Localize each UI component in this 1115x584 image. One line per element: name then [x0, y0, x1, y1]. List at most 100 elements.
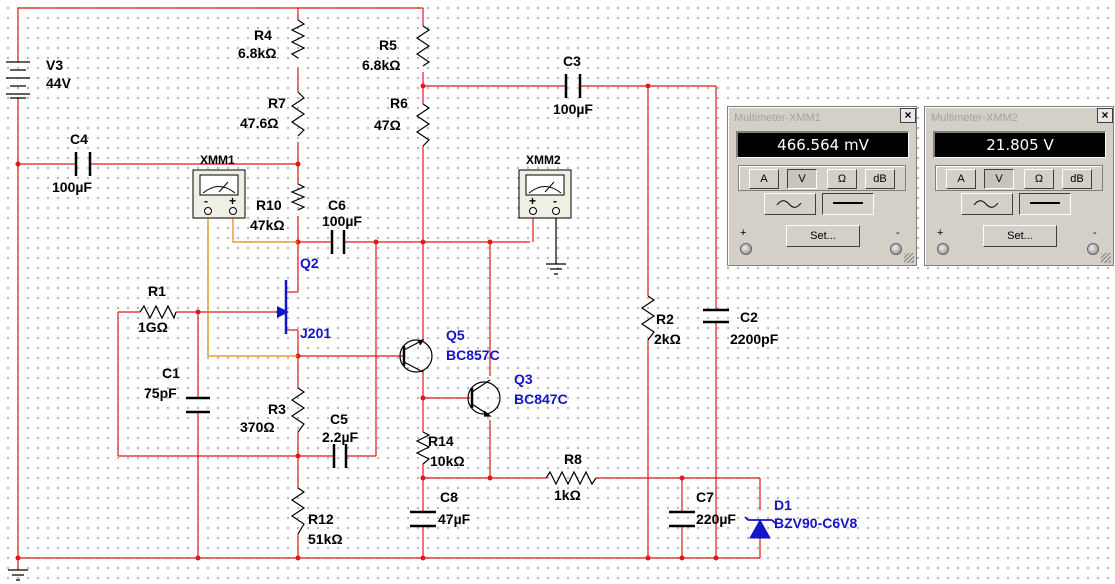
mode-button-ohms[interactable]: Ω — [1024, 169, 1054, 189]
minus-label: - — [896, 227, 900, 239]
resistor-r5[interactable] — [415, 25, 431, 67]
resistor-r2[interactable] — [640, 295, 656, 341]
capacitor-c6[interactable] — [330, 230, 346, 254]
ground-symbol-xmm2 — [546, 242, 566, 275]
plus-terminal-icon[interactable] — [937, 243, 949, 255]
minus-terminal-icon[interactable] — [890, 243, 902, 255]
r5-value: 6.8kΩ — [362, 57, 400, 73]
resistor-r10[interactable] — [290, 183, 306, 211]
ground-symbol-main — [8, 569, 28, 581]
dc-wave-button[interactable] — [822, 193, 874, 215]
minus-label: - — [1093, 227, 1097, 239]
resistor-r14[interactable] — [415, 431, 431, 465]
set-button[interactable]: Set... — [983, 225, 1057, 247]
r1-value: 1GΩ — [138, 319, 168, 335]
set-button[interactable]: Set... — [786, 225, 860, 247]
q5-value: BC857C — [446, 347, 500, 363]
r8-value: 1kΩ — [554, 487, 581, 503]
close-button[interactable]: × — [900, 108, 916, 123]
plus-label: + — [937, 227, 944, 239]
reading-display: 466.564 mV — [736, 131, 909, 158]
resistor-r6[interactable] — [415, 103, 431, 147]
xmm1-ref: XMM1 — [200, 153, 235, 167]
r14-value: 10kΩ — [430, 453, 465, 469]
svg-text:-: - — [204, 194, 208, 208]
mode-button-amps[interactable]: A — [749, 169, 779, 189]
r3-value: 370Ω — [240, 419, 275, 435]
c7-value: 220µF — [696, 511, 736, 527]
zener-diode-d1[interactable] — [744, 516, 776, 539]
ac-wave-button[interactable] — [961, 193, 1013, 215]
dc-line-icon — [833, 202, 863, 204]
r10-value: 47kΩ — [250, 217, 285, 233]
resistor-r12[interactable] — [290, 487, 306, 535]
r2-value: 2kΩ — [654, 331, 681, 347]
capacitor-c5[interactable] — [332, 444, 348, 468]
multimeter-xmm1[interactable]: - + — [192, 169, 246, 219]
multimeter-panel-xmm2[interactable]: Multimeter-XMM2 × 21.805 V A V Ω dB Set.… — [924, 106, 1114, 266]
v3-value: 44V — [46, 75, 72, 91]
mode-button-volts[interactable]: V — [787, 169, 817, 189]
plus-terminal-icon[interactable] — [740, 243, 752, 255]
mode-button-group: A V Ω dB — [935, 165, 1103, 191]
capacitor-c3[interactable] — [564, 74, 582, 98]
junction-dots — [15, 83, 719, 561]
q2-ref: Q2 — [300, 255, 319, 271]
ac-wave-button[interactable] — [764, 193, 816, 215]
c2-ref: C2 — [740, 309, 758, 325]
capacitor-c2[interactable] — [703, 308, 729, 324]
capacitor-c8[interactable] — [410, 510, 436, 528]
transistor-q3[interactable] — [467, 379, 501, 417]
mode-button-ohms[interactable]: Ω — [827, 169, 857, 189]
probe-wires — [207, 218, 298, 357]
resistor-r1[interactable] — [139, 304, 177, 320]
q3-ref: Q3 — [514, 371, 533, 387]
r2-ref: R2 — [656, 311, 674, 327]
resize-grip-icon[interactable] — [1101, 253, 1111, 263]
mode-button-db[interactable]: dB — [1062, 169, 1092, 189]
r4-value: 6.8kΩ — [238, 45, 276, 61]
r6-ref: R6 — [390, 95, 408, 111]
mode-button-group: A V Ω dB — [738, 165, 906, 191]
mode-button-db[interactable]: dB — [865, 169, 895, 189]
r12-ref: R12 — [308, 511, 334, 527]
c1-value: 75pF — [144, 385, 177, 401]
r12-value: 51kΩ — [308, 531, 343, 547]
capacitor-c7[interactable] — [669, 510, 695, 528]
close-button[interactable]: × — [1097, 108, 1113, 123]
sine-wave-icon — [973, 200, 999, 208]
c4-value: 100µF — [52, 179, 92, 195]
resistor-r7[interactable] — [290, 91, 306, 137]
q3-value: BC847C — [514, 391, 568, 407]
minus-terminal-icon[interactable] — [1087, 243, 1099, 255]
q2-value: J201 — [300, 325, 331, 341]
r6-value: 47Ω — [374, 117, 401, 133]
resistor-r4[interactable] — [290, 19, 306, 59]
capacitor-c4[interactable] — [74, 152, 92, 176]
transistor-q5[interactable] — [399, 339, 433, 373]
r7-ref: R7 — [268, 95, 286, 111]
resistor-r3[interactable] — [290, 387, 306, 433]
multimeter-panel-xmm1[interactable]: Multimeter-XMM1 × 466.564 mV A V Ω dB Se… — [727, 106, 917, 266]
dc-wave-button[interactable] — [1019, 193, 1071, 215]
svg-text:+: + — [529, 194, 536, 208]
resistor-r8[interactable] — [545, 470, 597, 486]
c4-ref: C4 — [70, 131, 88, 147]
c8-value: 47µF — [438, 511, 471, 527]
r5-ref: R5 — [379, 37, 397, 53]
mode-button-amps[interactable]: A — [946, 169, 976, 189]
battery-v3[interactable] — [6, 61, 30, 99]
c8-ref: C8 — [440, 489, 458, 505]
jfet-q2[interactable] — [276, 280, 289, 334]
mode-button-volts[interactable]: V — [984, 169, 1014, 189]
panel-title: Multimeter-XMM2 — [931, 112, 1018, 124]
panel-title: Multimeter-XMM1 — [734, 112, 821, 124]
resize-grip-icon[interactable] — [904, 253, 914, 263]
capacitor-c1[interactable] — [186, 396, 210, 414]
dc-line-icon — [1030, 202, 1060, 204]
r8-ref: R8 — [564, 451, 582, 467]
c3-ref: C3 — [563, 53, 581, 69]
wires — [17, 7, 761, 570]
svg-text:+: + — [229, 194, 236, 208]
multimeter-xmm2[interactable]: + - — [518, 169, 572, 219]
